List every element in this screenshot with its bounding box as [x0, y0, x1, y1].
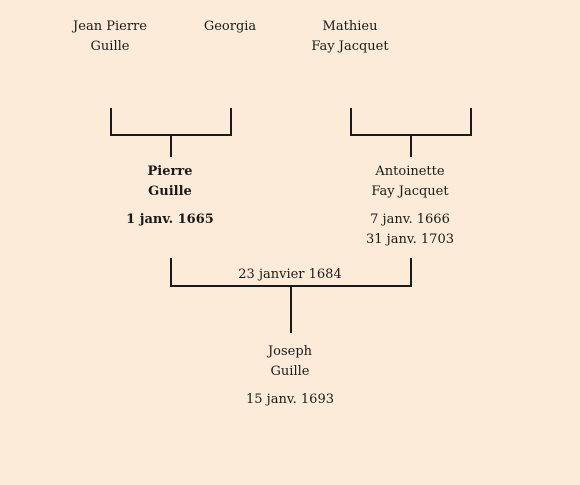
birth-date: 7 janv. 1666 [370, 212, 450, 227]
first-name: Jean Pierre [73, 19, 147, 34]
grandfather-paternal[interactable]: Jean Pierre Guille [73, 17, 147, 57]
death-date: 31 janv. 1703 [366, 232, 454, 247]
last-name: Guille [90, 39, 130, 54]
first-name: Pierre [147, 164, 193, 179]
birth-date: 1 janv. 1665 [126, 212, 214, 227]
last-name: Fay Jacquet [311, 39, 389, 54]
first-name: Joseph [267, 344, 313, 359]
grandmother-paternal[interactable]: Georgia [204, 17, 256, 37]
child[interactable]: Joseph Guille 15 janv. 1693 [246, 342, 334, 410]
birth-date: 15 janv. 1693 [246, 392, 334, 407]
father[interactable]: Pierre Guille 1 janv. 1665 [126, 162, 214, 230]
marriage-date: 23 janvier 1684 [238, 267, 342, 282]
last-name: Fay Jacquet [371, 184, 449, 199]
last-name: Guille [148, 184, 192, 199]
first-name: Georgia [203, 19, 257, 34]
last-name: Guille [270, 364, 310, 379]
maternal-bracket [350, 108, 472, 136]
first-name: Mathieu [322, 19, 378, 34]
mother[interactable]: Antoinette Fay Jacquet 7 janv. 1666 31 j… [366, 162, 454, 250]
first-name: Antoinette [375, 164, 445, 179]
paternal-bracket [110, 108, 232, 136]
grandfather-maternal[interactable]: Mathieu Fay Jacquet [311, 17, 388, 57]
